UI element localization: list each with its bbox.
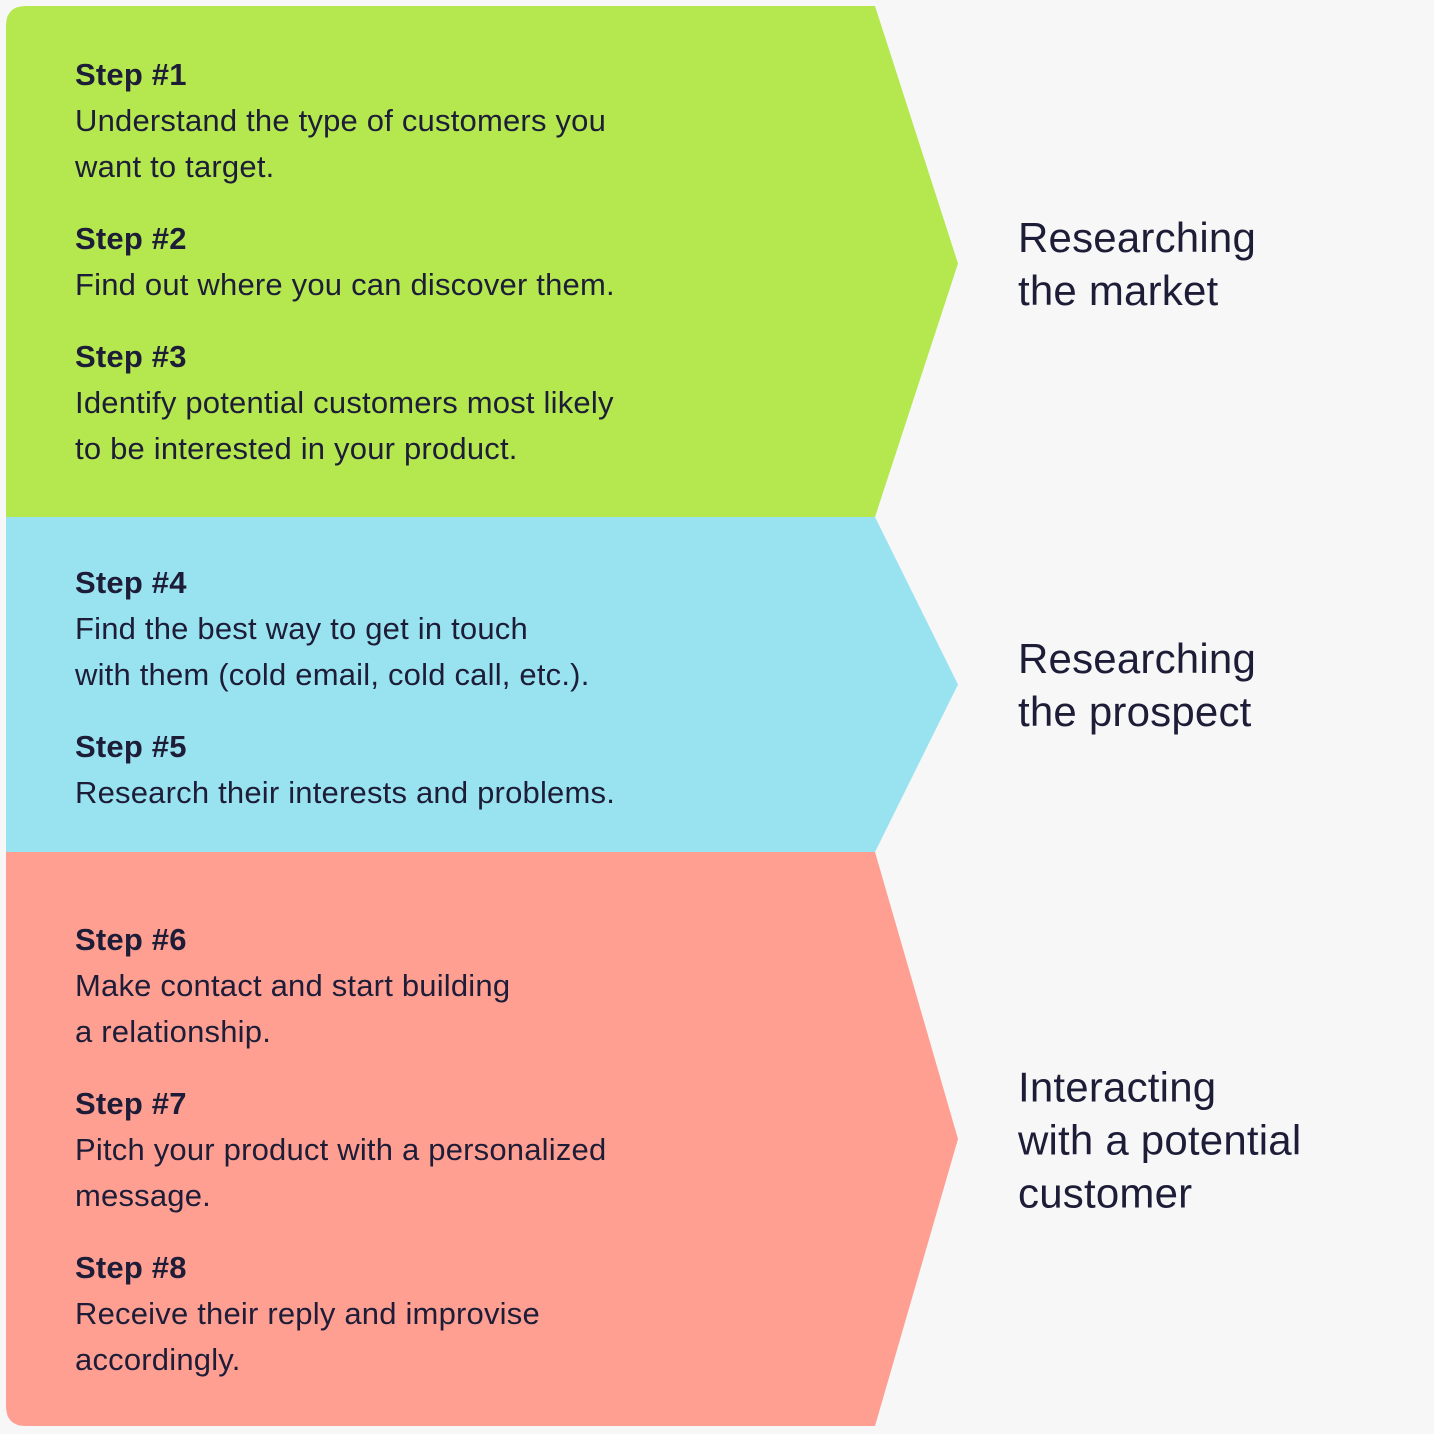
step-title: Step #6 xyxy=(75,922,187,957)
step-description: Find out where you can discover them. xyxy=(75,267,615,302)
band-prospect-steps: Step #4 Find the best way to get in touc… xyxy=(75,560,795,816)
band-customer-steps: Step #6 Make contact and start building … xyxy=(75,917,795,1383)
step-3: Step #3 Identify potential customers mos… xyxy=(75,334,795,472)
step-title: Step #5 xyxy=(75,729,187,764)
chevron-prospect-shape xyxy=(6,517,958,852)
step-description: Research their interests and problems. xyxy=(75,775,616,810)
step-description: Receive their reply and improvise accord… xyxy=(75,1296,540,1377)
step-1: Step #1 Understand the type of customers… xyxy=(75,52,795,190)
chevron-market-shape xyxy=(6,6,958,517)
step-title: Step #2 xyxy=(75,221,187,256)
band-label-customer: Interacting with a potential customer xyxy=(1018,1063,1302,1217)
chevron-customer-shape xyxy=(6,852,958,1426)
step-7: Step #7 Pitch your product with a person… xyxy=(75,1081,795,1219)
step-title: Step #4 xyxy=(75,565,187,600)
step-title: Step #8 xyxy=(75,1250,187,1285)
step-6: Step #6 Make contact and start building … xyxy=(75,917,795,1055)
step-description: Understand the type of customers you wan… xyxy=(75,103,607,184)
step-2: Step #2 Find out where you can discover … xyxy=(75,216,795,308)
step-description: Find the best way to get in touch with t… xyxy=(75,611,590,692)
step-description: Identify potential customers most likely… xyxy=(75,385,614,466)
step-5: Step #5 Research their interests and pro… xyxy=(75,724,795,816)
step-title: Step #3 xyxy=(75,339,187,374)
band-market-steps: Step #1 Understand the type of customers… xyxy=(75,52,795,472)
step-title: Step #7 xyxy=(75,1086,187,1121)
step-description: Make contact and start building a relati… xyxy=(75,968,511,1049)
band-label-market: Researching the market xyxy=(1018,214,1256,314)
band-label-prospect: Researching the prospect xyxy=(1018,635,1256,735)
step-4: Step #4 Find the best way to get in touc… xyxy=(75,560,795,698)
step-title: Step #1 xyxy=(75,57,187,92)
step-description: Pitch your product with a personalized m… xyxy=(75,1132,607,1213)
step-8: Step #8 Receive their reply and improvis… xyxy=(75,1245,795,1383)
